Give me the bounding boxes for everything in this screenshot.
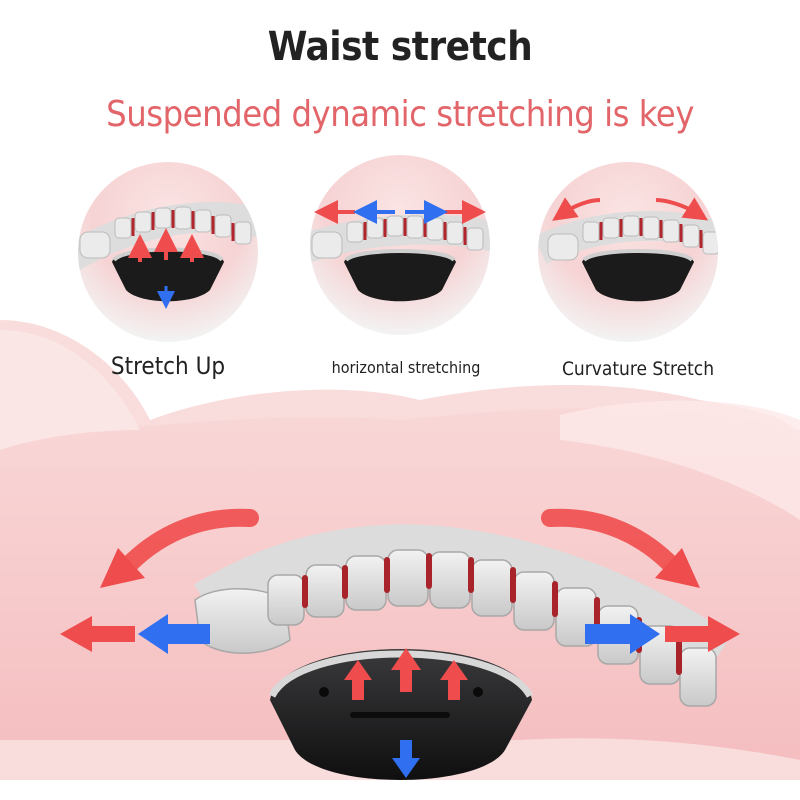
mode-circle-1 [78, 162, 258, 342]
mode-label-stretch-up: Stretch Up [110, 352, 226, 380]
up-arrows-icon [128, 228, 204, 309]
curved-arrow-right [541, 508, 687, 581]
horizontal-arrow-right [585, 614, 740, 654]
mode-circle-2 [310, 155, 490, 335]
up-arrows-main [344, 648, 468, 778]
main-illustration [60, 508, 740, 780]
curved-arrows-icon [552, 197, 709, 221]
horizontal-arrow-left [60, 614, 210, 654]
stretcher-device [268, 649, 534, 780]
mode-label-curvature: Curvature Stretch [561, 358, 715, 380]
mode-circle-3 [538, 162, 718, 342]
mode-label-horizontal: horizontal stretching [331, 358, 481, 377]
curved-arrow-left [113, 508, 259, 581]
page-subtitle: Suspended dynamic stretching is key [106, 94, 694, 135]
page-title: Waist stretch [267, 24, 533, 70]
